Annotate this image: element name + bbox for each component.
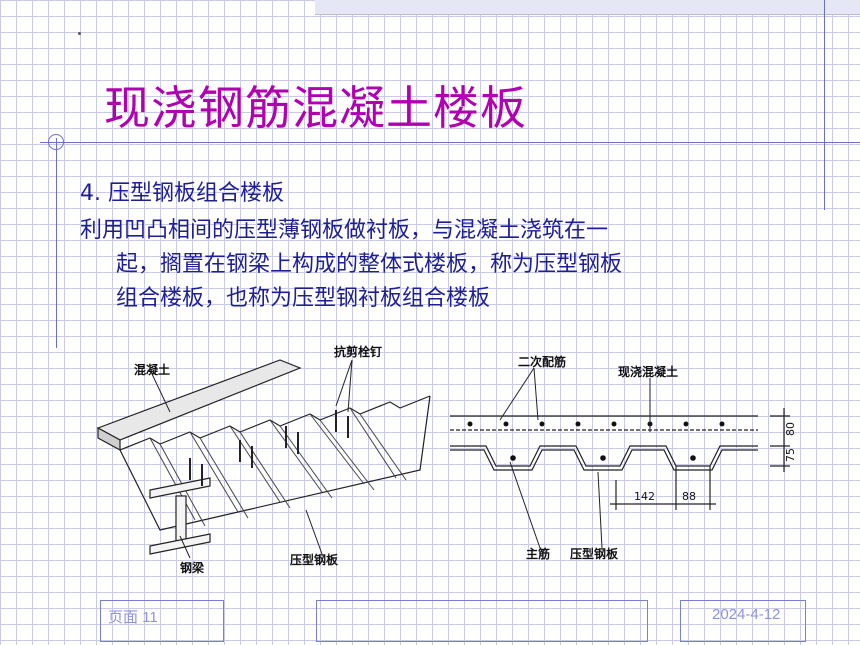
paragraph-line-2: 起，搁置在钢梁上构成的整体式楼板，称为压型钢板 bbox=[116, 252, 623, 277]
page-number: 页面 11 bbox=[108, 609, 158, 626]
body-paragraph: 利用凹凸相间的压型薄钢板做衬板，与混凝土浇筑在一 起，搁置在钢梁上构成的整体式楼… bbox=[80, 214, 810, 316]
isometric-drawing bbox=[96, 359, 431, 559]
slide-date: 2024-4-12 bbox=[712, 606, 781, 623]
dim-75: 75 bbox=[784, 448, 797, 462]
section-drawing bbox=[450, 367, 790, 549]
top-decor-bar bbox=[315, 0, 860, 15]
label-steel-beam: 钢梁 bbox=[180, 560, 204, 575]
label-concrete: 混凝土 bbox=[134, 362, 170, 377]
slide-title: 现浇钢筋混凝土楼板 bbox=[104, 81, 527, 135]
steel-deck-profile bbox=[119, 395, 431, 451]
composite-floor-figure: 混凝土 抗剪栓钉 钢梁 压型钢板 二次配筋 bbox=[96, 344, 797, 575]
shear-studs bbox=[189, 410, 349, 486]
title-underline bbox=[40, 142, 860, 143]
secondary-rebar-dots bbox=[467, 421, 725, 427]
label-shear-stud: 抗剪栓钉 bbox=[334, 344, 382, 359]
decor-dot bbox=[78, 32, 81, 35]
dim-80: 80 bbox=[784, 422, 797, 436]
label-cast-concrete: 现浇混凝土 bbox=[618, 364, 678, 379]
main-rebar-dots bbox=[510, 455, 696, 461]
section-heading: 4. 压型钢板组合楼板 bbox=[80, 181, 284, 206]
left-decor-line bbox=[56, 138, 57, 348]
steel-beam bbox=[149, 477, 211, 555]
paragraph-line-1: 利用凹凸相间的压型薄钢板做衬板，与混凝土浇筑在一 bbox=[80, 218, 609, 243]
label-steel-deck-right: 压型钢板 bbox=[570, 546, 619, 561]
dim-142: 142 bbox=[634, 490, 655, 503]
dim-88: 88 bbox=[682, 490, 696, 503]
concrete-slab bbox=[96, 359, 302, 441]
footer-date-box bbox=[680, 600, 806, 642]
paragraph-line-3: 组合楼板，也称为压型钢衬板组合楼板 bbox=[116, 286, 491, 311]
label-main-rebar: 主筋 bbox=[526, 546, 550, 561]
decor-circle bbox=[48, 134, 64, 150]
footer-page-box bbox=[100, 600, 224, 642]
label-steel-deck-left: 压型钢板 bbox=[290, 552, 339, 567]
label-secondary-rebar: 二次配筋 bbox=[518, 354, 566, 369]
right-decor-line bbox=[824, 0, 825, 210]
footer-middle-box bbox=[316, 600, 648, 642]
section-deck-profile bbox=[450, 445, 758, 467]
